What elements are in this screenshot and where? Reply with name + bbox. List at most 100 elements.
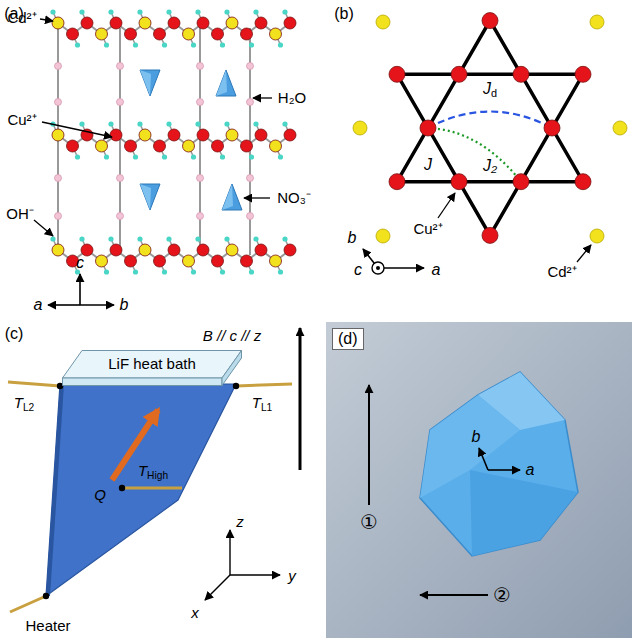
hydroxide-ion: [253, 9, 258, 14]
water-molecule: [197, 175, 204, 182]
cu-atom: [154, 140, 166, 152]
water-molecule: [55, 99, 62, 106]
hydroxide-ion: [75, 42, 80, 47]
cd-atom: [270, 255, 282, 267]
cd-atom: [52, 244, 64, 256]
contact-point: [119, 485, 125, 491]
thermometer-label: TL2: [14, 395, 35, 413]
cd-atom: [226, 129, 238, 141]
water-molecule: [55, 213, 62, 220]
cu-atom: [212, 255, 224, 267]
leader-arrow: [244, 197, 270, 198]
cu-atom: [168, 129, 180, 141]
water-molecule: [197, 63, 204, 70]
kagome-bond: [397, 21, 583, 182]
cu-atom: [81, 17, 93, 29]
cd-atom: [270, 28, 282, 40]
ion-label: NO₃⁻: [277, 190, 311, 207]
ion-label: Cd²⁺: [547, 264, 576, 281]
water-molecule: [247, 63, 254, 70]
water-molecule: [117, 99, 124, 106]
axis-arrow: [479, 448, 488, 470]
cu-atom: [67, 28, 79, 40]
cd-atom: [139, 17, 151, 29]
water-molecule: [197, 213, 204, 220]
axis-arrow: [79, 274, 81, 305]
hydroxide-ion: [282, 9, 287, 14]
hydroxide-ion: [104, 42, 109, 47]
cd-atom: [96, 28, 108, 40]
cu-atom: [81, 244, 93, 256]
hydroxide-ion: [108, 236, 113, 241]
cu-atom: [513, 174, 529, 190]
hydroxide-ion: [133, 42, 138, 47]
hydroxide-ion: [278, 269, 283, 274]
cu-atom: [255, 244, 267, 256]
water-molecule: [197, 99, 204, 106]
hydroxide-ion: [224, 236, 229, 241]
cd-atom: [139, 244, 151, 256]
heater-wire: [10, 596, 46, 612]
nitrate-face: [216, 70, 227, 96]
cu-atom: [420, 120, 436, 136]
cd-atom: [52, 17, 64, 29]
hydroxide-ion: [220, 154, 225, 159]
coupling-label: J: [424, 156, 432, 174]
hydroxide-ion: [133, 154, 138, 159]
hydroxide-ion: [249, 42, 254, 47]
direction-number: ①: [360, 511, 378, 533]
cu-atom: [255, 17, 267, 29]
axis-label: z: [236, 514, 244, 531]
cu-atom: [482, 227, 498, 243]
axis-label: c: [76, 254, 84, 272]
hydroxide-ion: [253, 121, 258, 126]
coupling-label: Jd: [483, 80, 497, 100]
direction-arrow: [420, 594, 488, 596]
hydroxide-ion: [195, 9, 200, 14]
hydroxide-ion: [191, 269, 196, 274]
cu-atom: [451, 174, 467, 190]
water-molecule: [55, 175, 62, 182]
water-molecule: [247, 213, 254, 220]
hydroxide-ion: [278, 42, 283, 47]
axis-label: a: [34, 296, 43, 314]
cd-atom: [590, 229, 604, 243]
heat-flow-arrow: [112, 410, 158, 480]
cu-atom: [154, 255, 166, 267]
axis-label: b: [472, 428, 481, 446]
water-molecule: [247, 99, 254, 106]
nitrate-tetrahedron: [140, 70, 160, 96]
axis-arrow: [48, 304, 80, 306]
crystal-sample: [420, 372, 578, 556]
field-arrow: [299, 328, 302, 470]
cu-atom: [110, 244, 122, 256]
leader-arrow: [577, 245, 591, 262]
leader-arrow: [438, 193, 455, 218]
heat-bath-face: [63, 351, 242, 379]
cu-atom: [125, 28, 137, 40]
cd-atom: [96, 140, 108, 152]
ion-label: Cd²⁺: [7, 10, 36, 27]
photo-background: [326, 322, 632, 638]
hydroxide-ion: [104, 269, 109, 274]
water-molecule: [117, 175, 124, 182]
cu-atom: [451, 66, 467, 82]
axis-arrow: [229, 530, 230, 575]
heat-flow-label: Q: [94, 487, 106, 504]
water-molecule: [55, 63, 62, 70]
hydroxide-ion: [108, 121, 113, 126]
hydroxide-ion: [104, 154, 109, 159]
axis-arrow: [384, 267, 424, 269]
hydroxide-ion: [249, 269, 254, 274]
cu-atom: [197, 244, 209, 256]
crystal-facet: [470, 470, 578, 556]
nitrate-face: [140, 184, 151, 210]
sample-plate: [46, 384, 236, 596]
hydroxide-ion: [137, 121, 142, 126]
sample-edge: [46, 384, 64, 596]
hydroxide-ion: [195, 236, 200, 241]
thermometer-label: THigh: [138, 463, 168, 481]
axis-label: a: [526, 461, 535, 479]
heat-bath-face: [222, 351, 242, 386]
